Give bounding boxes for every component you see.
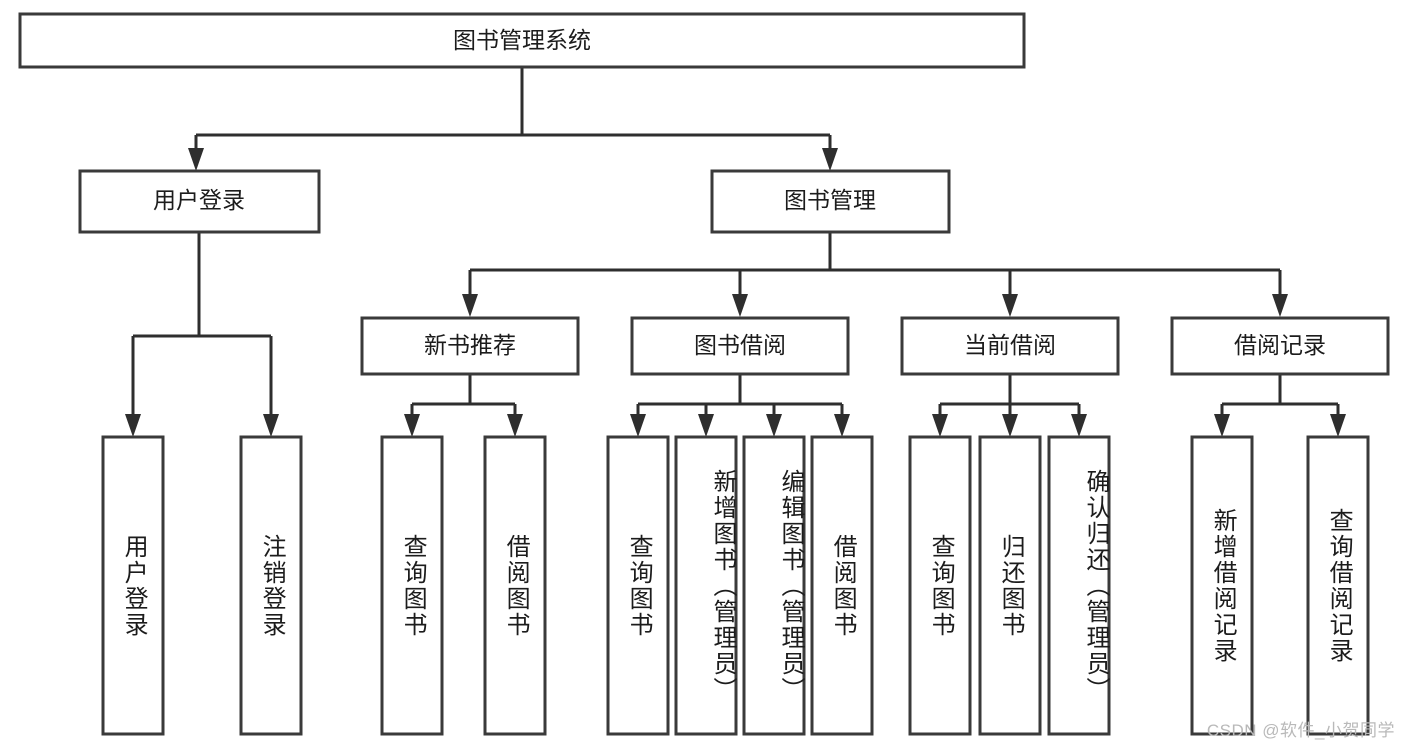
leaf-box-query-books-borrow[interactable] <box>606 435 670 736</box>
leaf-box-borrow-books-rec[interactable] <box>483 435 547 736</box>
arrow-leaf-b2 <box>698 414 714 437</box>
connector-group-root-to-level2 <box>188 67 838 171</box>
node-user-login[interactable]: 用户登录 <box>78 169 321 234</box>
arrow-book-mgmt <box>822 148 838 171</box>
arrow-leaf-u1 <box>125 414 141 437</box>
leaf-box-confirm-return-admin[interactable] <box>1047 435 1111 736</box>
node-book-borrow[interactable]: 图书借阅 <box>630 316 850 376</box>
node-borrow-records-box[interactable] <box>1170 316 1390 376</box>
leaf-box-query-record[interactable] <box>1306 435 1370 736</box>
node-new-book-recommend-box[interactable] <box>360 316 580 376</box>
arrow-leaf-b4 <box>834 414 850 437</box>
arrow-leaf-n1 <box>404 414 420 437</box>
arrow-l3-records <box>1272 294 1288 317</box>
arrow-l3-current <box>1002 294 1018 317</box>
csdn-watermark: CSDN @软件_小贺同学 <box>1206 721 1395 740</box>
connector-group-current-to-leaves <box>932 374 1087 437</box>
leaf-box-query-books-rec[interactable] <box>380 435 444 736</box>
node-book-management-label: 图书管理 <box>784 187 876 213</box>
arrow-l3-new-books <box>462 294 478 317</box>
leaf-box-add-book-admin[interactable] <box>674 435 738 736</box>
node-current-borrow[interactable]: 当前借阅 <box>900 316 1120 376</box>
node-new-book-recommend-label: 新书推荐 <box>424 332 516 358</box>
leaf-box-add-record[interactable] <box>1190 435 1254 736</box>
leaf-box-return-book[interactable] <box>978 435 1042 736</box>
node-book-borrow-label: 图书借阅 <box>694 332 786 358</box>
node-borrow-records[interactable]: 借阅记录 <box>1170 316 1390 376</box>
leaf-box-borrow-book[interactable] <box>810 435 874 736</box>
leaf-boxes <box>101 435 1370 736</box>
connector-group-newbooks-to-leaves <box>404 374 523 437</box>
arrow-leaf-c1 <box>932 414 948 437</box>
node-book-management-box[interactable] <box>710 169 951 234</box>
connector-group-borrow-to-leaves <box>630 374 850 437</box>
node-current-borrow-label: 当前借阅 <box>964 332 1056 358</box>
arrow-leaf-r1 <box>1214 414 1230 437</box>
arrow-leaf-c2 <box>1002 414 1018 437</box>
node-new-book-recommend[interactable]: 新书推荐 <box>360 316 580 376</box>
connector-group-bookmgmt-to-level3 <box>462 232 1288 317</box>
node-borrow-records-label: 借阅记录 <box>1234 332 1326 358</box>
node-root[interactable]: 图书管理系统 <box>18 12 1026 69</box>
leaf-box-logout[interactable] <box>239 435 303 736</box>
node-user-login-box[interactable] <box>78 169 321 234</box>
node-book-management[interactable]: 图书管理 <box>710 169 951 234</box>
arrow-leaf-b3 <box>766 414 782 437</box>
arrow-leaf-n2 <box>507 414 523 437</box>
node-book-borrow-box[interactable] <box>630 316 850 376</box>
arrow-l3-borrow <box>732 294 748 317</box>
node-root-box[interactable] <box>18 12 1026 69</box>
arrow-leaf-c3 <box>1071 414 1087 437</box>
arrow-leaf-u2 <box>263 414 279 437</box>
leaf-box-user-login[interactable] <box>101 435 165 736</box>
arrow-leaf-b1 <box>630 414 646 437</box>
leaf-box-edit-book-admin[interactable] <box>742 435 806 736</box>
leaf-box-query-books-current[interactable] <box>908 435 972 736</box>
connector-group-userlogin-to-leaves <box>125 232 279 437</box>
node-root-label: 图书管理系统 <box>453 27 591 53</box>
connector-group-records-to-leaves <box>1214 374 1346 437</box>
arrow-user-login <box>188 148 204 171</box>
arrow-leaf-r2 <box>1330 414 1346 437</box>
node-user-login-label: 用户登录 <box>153 187 245 213</box>
node-current-borrow-box[interactable] <box>900 316 1120 376</box>
